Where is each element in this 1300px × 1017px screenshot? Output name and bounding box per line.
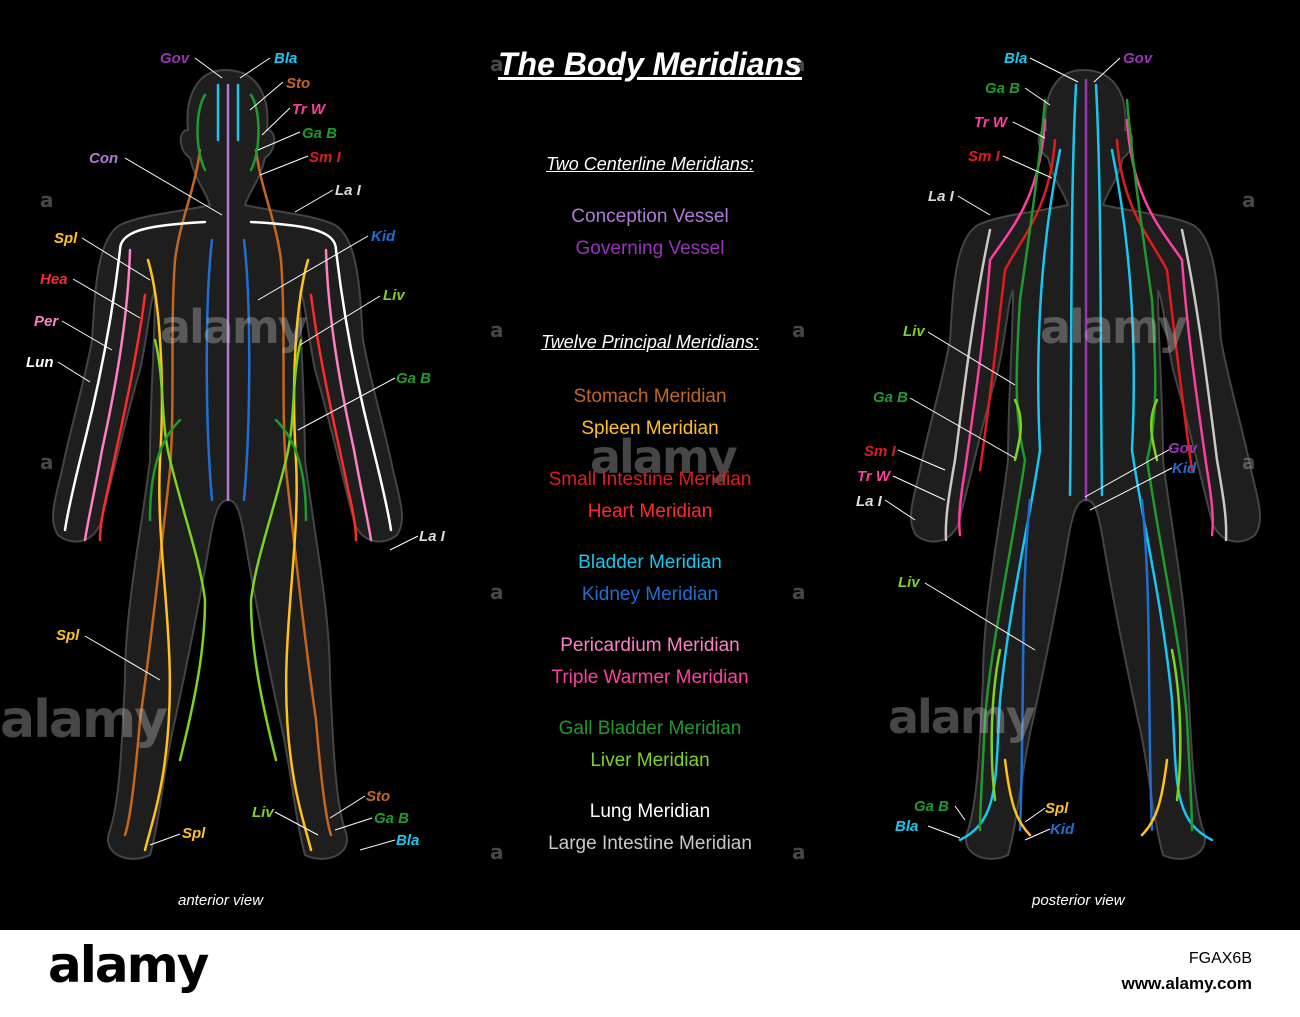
watermark-a: a [1242,188,1256,212]
image-id: FGAX6B [1188,950,1252,967]
legend-bladder: Bladder Meridian [578,552,722,573]
posterior-label-ga-b: Ga B [985,80,1020,97]
posterior-label-tr-w: Tr W [974,114,1009,131]
anterior-label-sto: Sto [286,75,310,92]
posterior-label-kid: Kid [1050,821,1075,838]
legend-liver: Liver Meridian [590,750,710,771]
anterior-label-bla: Bla [396,832,419,849]
watermark-a: a [490,52,504,76]
anterior-label-sto: Sto [366,788,390,805]
posterior-label-gov: Gov [1123,50,1154,67]
legend-pericardium: Pericardium Meridian [560,635,740,656]
alamy-logo: alamy [48,936,209,994]
anterior-label-la-i: La I [335,182,362,199]
watermark-a: a [490,318,504,342]
legend-gall-bladder: Gall Bladder Meridian [558,718,742,739]
watermark-a: a [792,52,806,76]
watermark: alamy [0,690,168,750]
posterior-label-liv: Liv [903,323,926,340]
posterior-label-ga-b: Ga B [914,798,949,815]
watermark-a: a [40,188,54,212]
legend-triple-warmer: Triple Warmer Meridian [551,667,749,688]
watermark-a: a [490,580,504,604]
legend-governing-vessel: Governing Vessel [575,238,725,259]
legend-lung: Lung Meridian [589,801,711,822]
posterior-label-sm-i: Sm I [968,148,1001,165]
anterior-label-kid: Kid [371,228,396,245]
centerline-heading: Two Centerline Meridians: [546,154,754,174]
anterior-label-ga-b: Ga B [374,810,409,827]
anterior-label-ga-b: Ga B [302,125,337,142]
posterior-label-la-i: La I [856,493,883,510]
watermark-a: a [792,840,806,864]
posterior-label-bla: Bla [1004,50,1027,67]
posterior-label-la-i: La I [928,188,955,205]
watermark-a: a [792,318,806,342]
anterior-label-liv: Liv [383,287,406,304]
legend-conception-vessel: Conception Vessel [571,206,729,227]
footer: alamy FGAX6B www.alamy.com [0,930,1300,1017]
principal-heading: Twelve Principal Meridians: [541,332,759,352]
anterior-label-spl: Spl [54,230,78,247]
legend-small-intestine: Small Intestine Meridian [548,469,752,490]
anterior-label-gov: Gov [160,50,191,67]
anterior-label-liv: Liv [252,804,275,821]
anterior-label-ga-b: Ga B [396,370,431,387]
legend-kidney: Kidney Meridian [581,584,719,605]
watermark-a: a [792,580,806,604]
watermark: alamy [1040,300,1188,354]
watermark: alamy [888,690,1036,744]
legend-heart: Heart Meridian [587,501,713,522]
anterior-label-per: Per [34,313,59,330]
page-title: The Body Meridians [497,46,803,82]
posterior-label-liv: Liv [898,574,921,591]
anterior-label-spl: Spl [56,627,80,644]
anterior-label-sm-i: Sm I [309,149,342,166]
posterior-label-sm-i: Sm I [864,443,897,460]
anterior-label-bla: Bla [274,50,297,67]
watermark: alamy [160,300,308,354]
site-url: www.alamy.com [1121,974,1252,993]
watermark: alamy [590,430,738,484]
posterior-label-spl: Spl [1045,800,1069,817]
anterior-label-la-i: La I [419,528,446,545]
posterior-label-tr-w: Tr W [857,468,892,485]
anterior-label-hea: Hea [40,271,68,288]
legend-spleen: Spleen Meridian [581,418,719,439]
anterior-label-tr-w: Tr W [292,101,327,118]
anterior-label-lun: Lun [26,354,54,371]
watermark-a: a [490,840,504,864]
watermark-a: a [40,450,54,474]
anterior-view-label: anterior view [178,892,264,909]
legend-large-intestine: Large Intestine Meridian [548,833,752,854]
anterior-label-spl: Spl [182,825,206,842]
posterior-view-label: posterior view [1032,892,1125,909]
posterior-label-kid: Kid [1172,460,1197,477]
posterior-label-ga-b: Ga B [873,389,908,406]
legend-stomach: Stomach Meridian [573,386,727,407]
anterior-label-con: Con [89,150,118,167]
posterior-label-bla: Bla [895,818,918,835]
posterior-label-gov: Gov [1168,440,1199,457]
watermark-a: a [1242,450,1256,474]
